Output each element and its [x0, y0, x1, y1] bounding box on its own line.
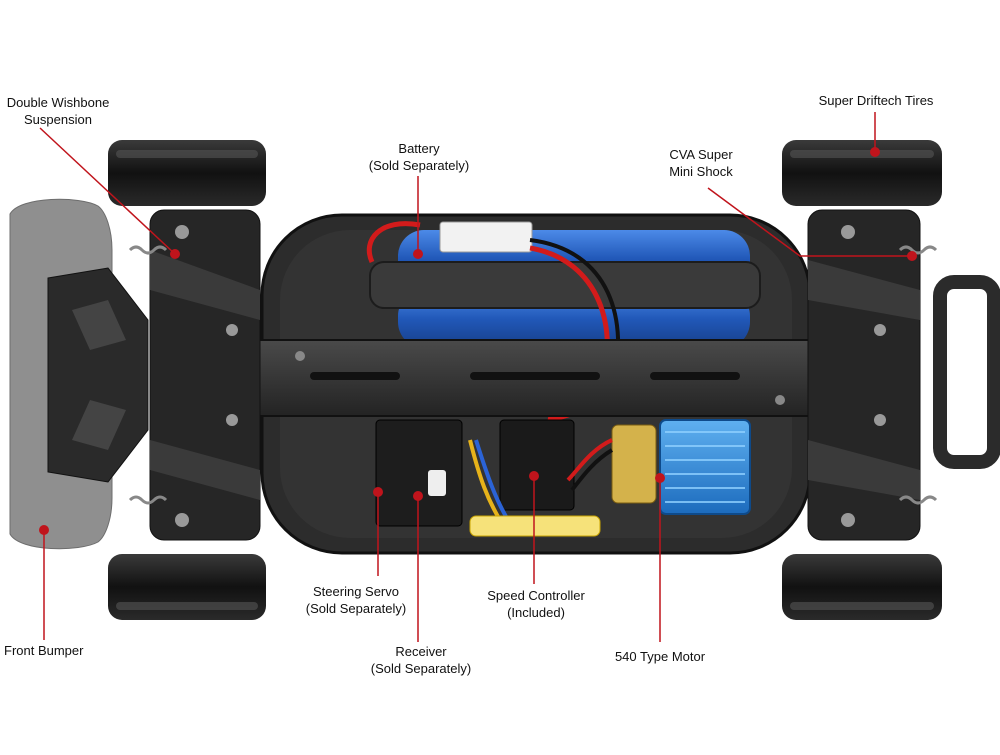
leader-dot-motor-540: [655, 473, 665, 483]
label-steering-servo: Steering Servo (Sold Separately): [298, 583, 414, 617]
label-receiver-line1: Receiver: [395, 644, 447, 659]
leader-dot-receiver: [413, 491, 423, 501]
label-speed-controller-line2: (Included): [507, 605, 565, 620]
label-steering-servo-line2: (Sold Separately): [305, 601, 407, 616]
tire-rear-top: [782, 140, 942, 206]
leader-dot-double-wishbone: [170, 249, 180, 259]
front-suspension: [128, 209, 261, 541]
receiver-box: [375, 419, 463, 527]
label-battery-line1: Battery: [398, 141, 440, 156]
tire-rear-bottom: [782, 554, 942, 620]
label-receiver-line2: (Sold Separately): [370, 661, 472, 676]
label-double-wishbone-line1: Double Wishbone: [6, 95, 110, 110]
rear-suspension: [807, 209, 1000, 541]
label-speed-controller-line1: Speed Controller: [487, 588, 585, 603]
speed-controller-box: [468, 419, 601, 537]
leader-dot-speed-controller: [529, 471, 539, 481]
label-double-wishbone-line2: Suspension: [24, 112, 92, 127]
label-front-bumper: Front Bumper: [4, 642, 83, 659]
leader-dot-cva-shock: [907, 251, 917, 261]
label-steering-servo-line1: Steering Servo: [313, 584, 399, 599]
leader-dot-steering-servo: [373, 487, 383, 497]
motor-540: [566, 419, 751, 515]
tire-front-bottom: [108, 554, 266, 620]
label-motor-540-line1: 540 Type Motor: [614, 649, 706, 664]
leader-cva-shock: [707, 187, 912, 257]
label-battery-line2: (Sold Separately): [368, 158, 470, 173]
label-cva-shock-line1: CVA Super: [669, 147, 733, 162]
label-540-type-motor: 540 Type Motor: [604, 648, 716, 665]
battery-pack: [366, 221, 761, 421]
label-front-bumper-line1: Front Bumper: [4, 643, 84, 658]
front-bumper-foam: [9, 198, 149, 550]
leader-dot-battery: [413, 249, 423, 259]
leader-dot-super-driftech: [870, 147, 880, 157]
label-super-driftech-tires: Super Driftech Tires: [808, 92, 944, 109]
label-receiver: Receiver (Sold Separately): [362, 643, 480, 677]
leader-dot-front-bumper: [39, 525, 49, 535]
leader-double-wishbone: [39, 127, 176, 255]
upper-deck-plate: [221, 339, 837, 417]
tire-front-top: [108, 140, 266, 206]
label-super-driftech-line1: Super Driftech Tires: [818, 93, 934, 108]
label-cva-shock-line2: Mini Shock: [669, 164, 733, 179]
label-double-wishbone: Double Wishbone Suspension: [2, 94, 114, 128]
label-cva-super-mini-shock: CVA Super Mini Shock: [655, 146, 747, 180]
label-speed-controller: Speed Controller (Included): [478, 587, 594, 621]
label-battery: Battery (Sold Separately): [360, 140, 478, 174]
